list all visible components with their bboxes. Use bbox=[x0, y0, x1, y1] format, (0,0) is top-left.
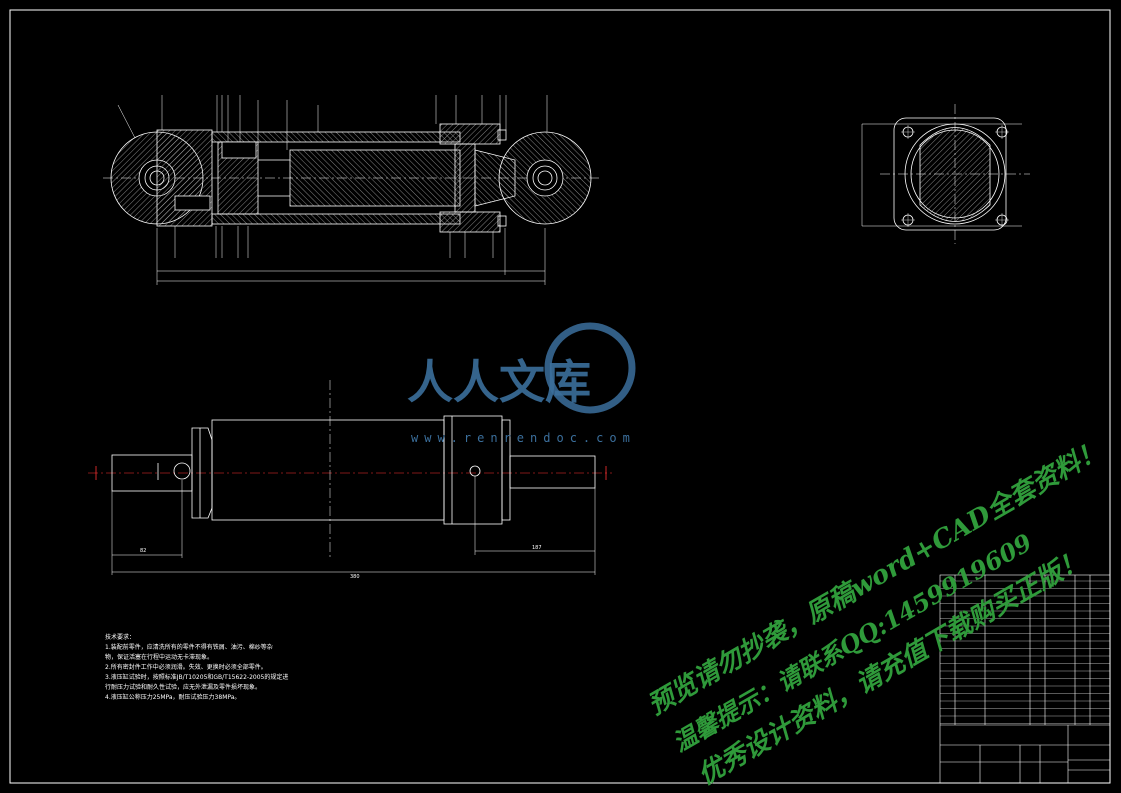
tech-notes-title: 技术要求： bbox=[105, 634, 136, 641]
dim-bottom-total: 380 bbox=[350, 574, 360, 580]
technical-notes: 技术要求： 1.装配前零件，应清洗所有的零件不得有铁屑、油污、棉纱等杂 物，保证… bbox=[105, 633, 288, 703]
tech-note-line: 2.所有密封件工作中必须润滑。失效、更换时必须全部零件。 bbox=[105, 664, 267, 671]
end-view bbox=[861, 104, 1030, 244]
dim-bottom-left: 82 bbox=[140, 548, 146, 554]
drawing-border bbox=[9, 9, 1111, 784]
exterior-view bbox=[88, 380, 612, 575]
tech-note-line: 3.液压缸试验时，按照标准JB/T10205和GB/T15622-2005的规定… bbox=[105, 674, 289, 681]
logo-site-text: www.renrendoc.com bbox=[411, 431, 636, 445]
tech-note-line: 行耐压力试验和耐久性试验，应无外泄漏及零件损坏现象。 bbox=[105, 684, 262, 691]
tech-note-line: 4.液压缸公称压力25MPa，耐压试验压力38MPa。 bbox=[105, 694, 241, 701]
section-view bbox=[103, 95, 600, 285]
renrendoc-logo: 人人文库 www.renrendoc.com bbox=[407, 322, 636, 445]
title-block bbox=[939, 574, 1111, 784]
tech-note-line: 物，保证活塞在行程中运动无卡滞现象。 bbox=[105, 654, 214, 661]
logo-brand-text: 人人文库 bbox=[407, 355, 591, 409]
tech-note-line: 1.装配前零件，应清洗所有的零件不得有铁屑、油污、棉纱等杂 bbox=[105, 644, 273, 651]
dim-bottom-right: 187 bbox=[532, 545, 542, 551]
